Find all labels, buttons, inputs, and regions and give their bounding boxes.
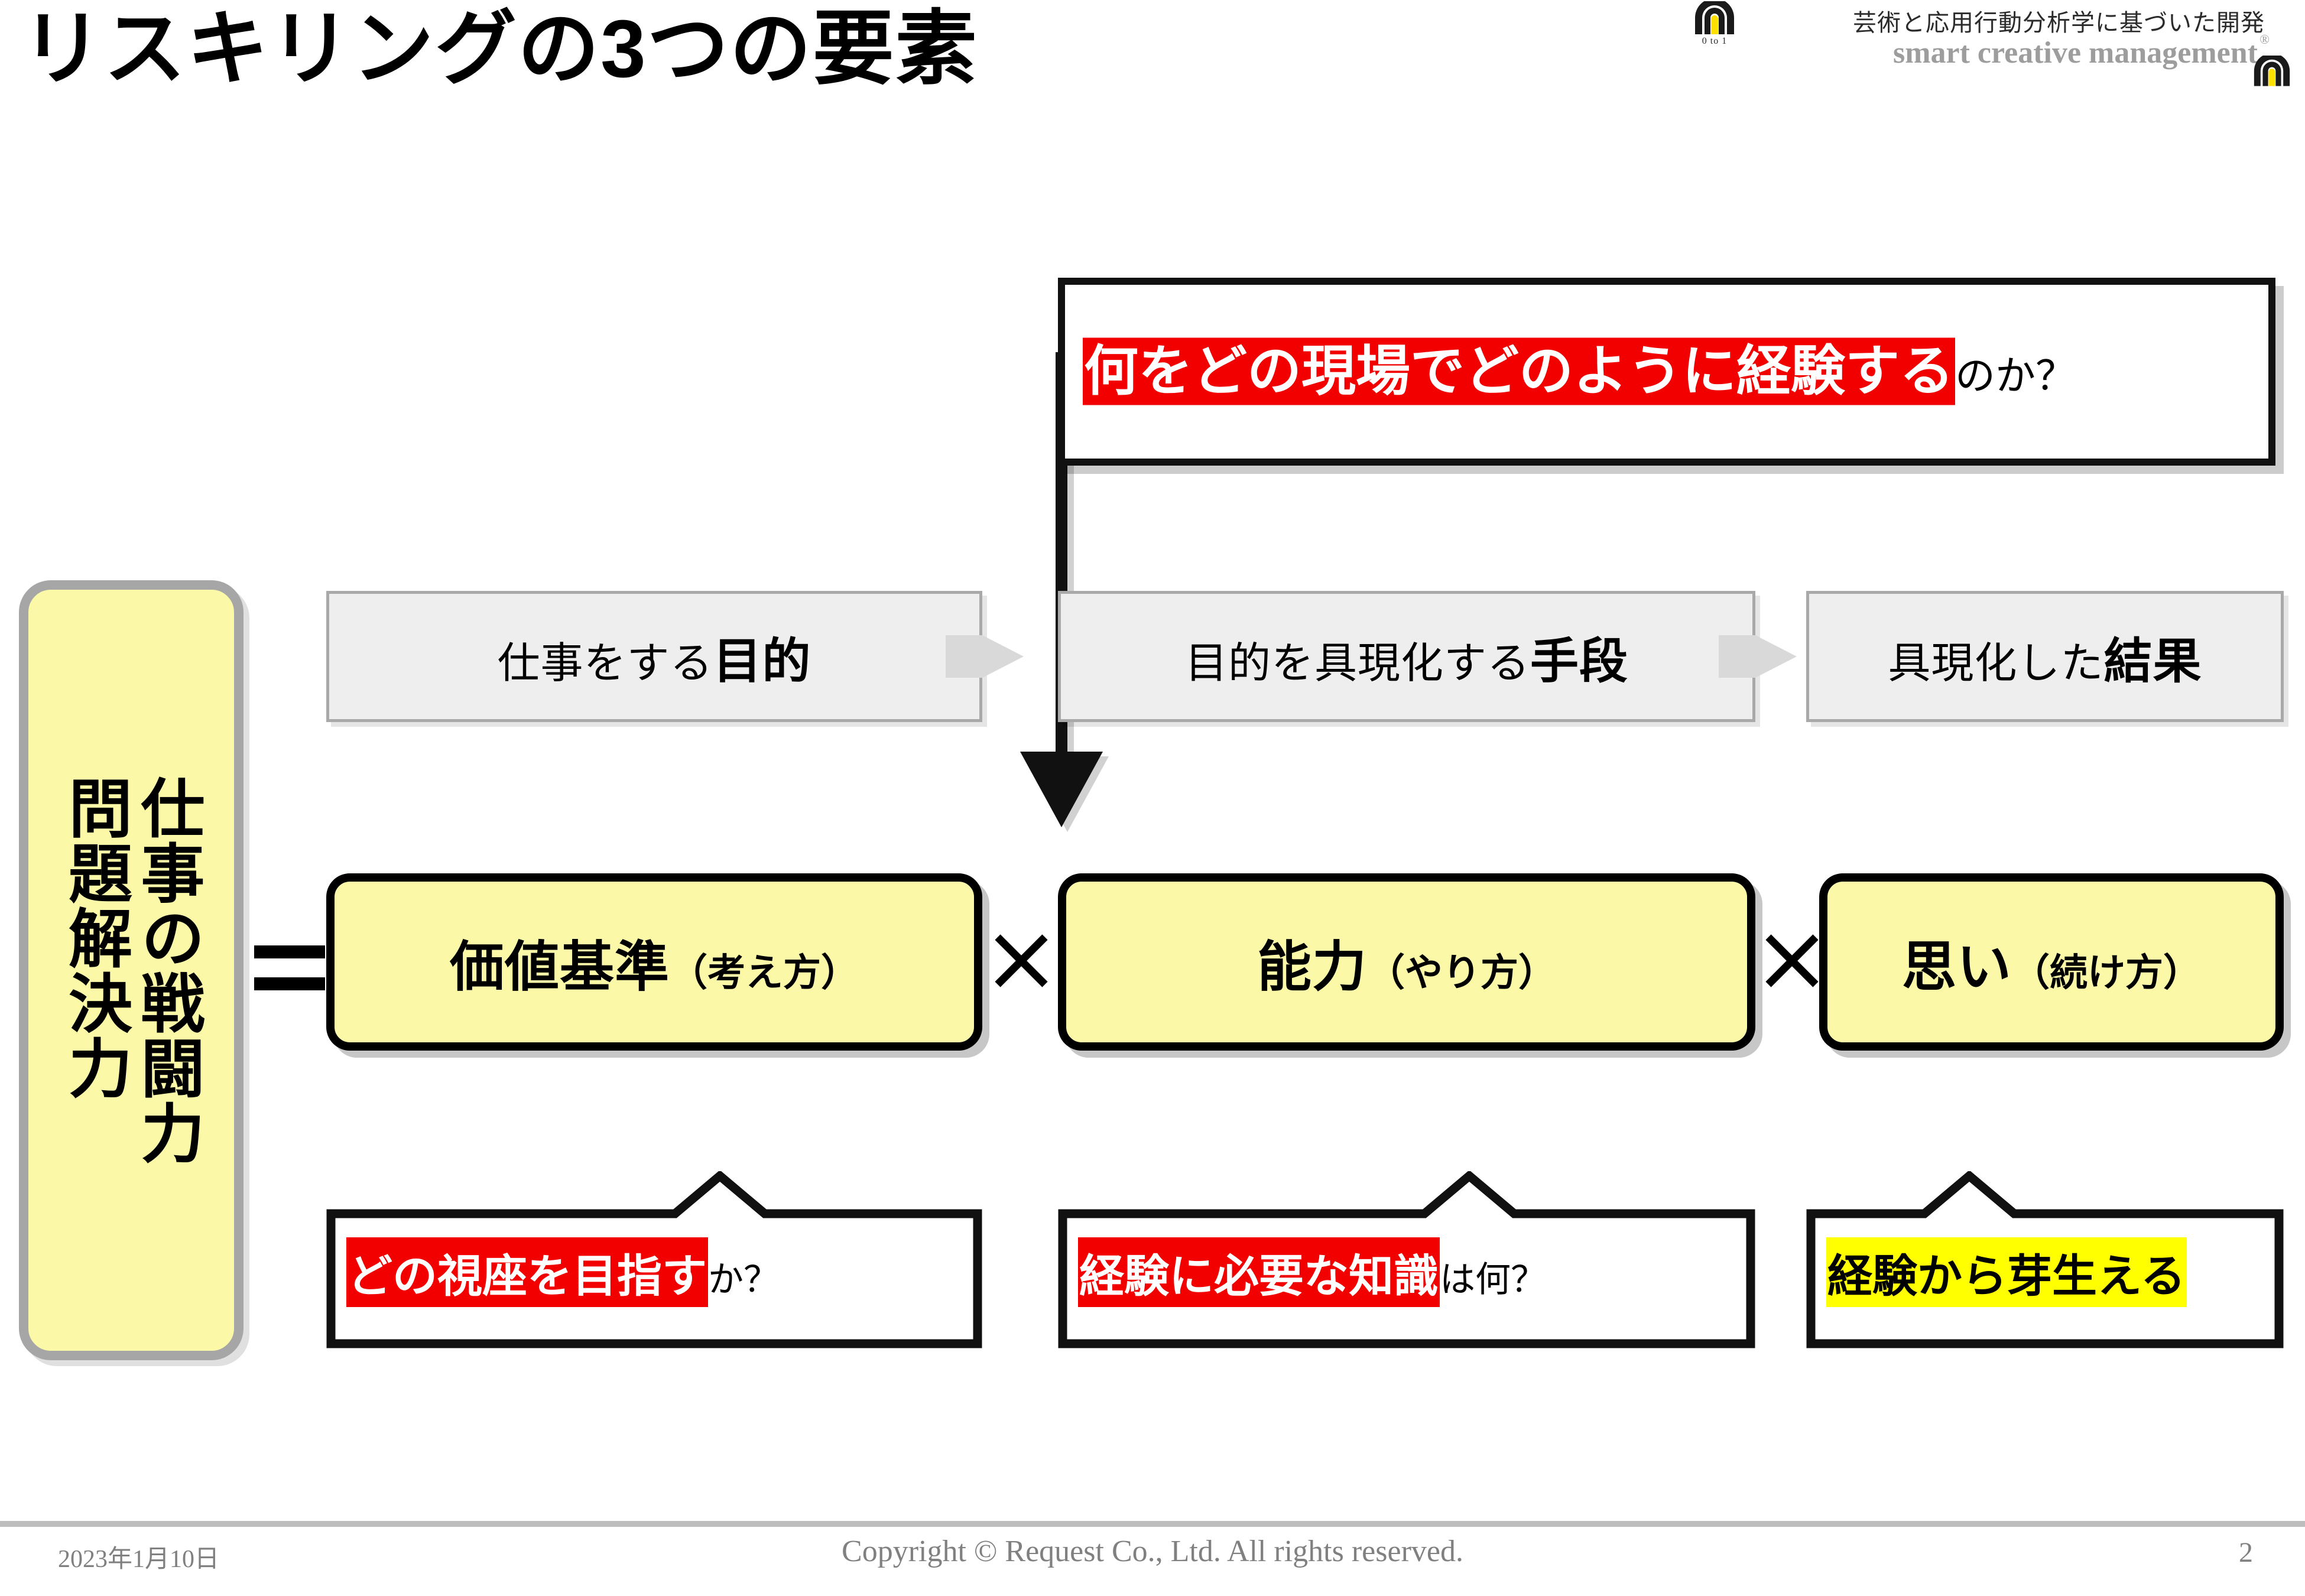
equals-bar-bottom <box>254 977 325 990</box>
callout-bottom-values: どの視座を目指すか？ <box>326 1171 982 1348</box>
header-purpose-lead: 仕事をする <box>497 639 713 687</box>
vertical-column-right: 仕事の戦闘力 <box>132 775 204 1165</box>
formula-values-sub: （考え方） <box>670 951 859 994</box>
logo-tagline: 芸術と応用行動分析学に基づいた開発 <box>1853 9 2265 36</box>
brand-logo: 0 to 1 芸術と応用行動分析学に基づいた開発 smart creative … <box>1694 0 2291 102</box>
callout-top-line: 何をどの現場でどのように経験するのか？ <box>1083 337 2076 406</box>
formula-passion-main: 思い <box>1901 937 2012 997</box>
formula-ability-sub: （やり方） <box>1367 951 1556 994</box>
formula-box-ability-text: 能力（やり方） <box>1257 923 1556 1002</box>
formula-box-values: 価値基準（考え方） <box>326 873 982 1051</box>
callout-bottom-values-text: どの視座を目指すか？ <box>346 1237 779 1307</box>
header-box-result-text: 具現化した結果 <box>1888 622 2202 692</box>
arch-icon-svg <box>1695 0 1734 34</box>
formula-box-passion-text: 思い（続け方） <box>1902 923 2201 1002</box>
formula-passion-sub: （続け方） <box>2012 951 2201 994</box>
header-result-emphasis: 結果 <box>2103 634 2202 688</box>
times-operator-1 <box>995 934 1048 987</box>
formula-ability-main: 能力 <box>1257 937 1367 997</box>
vertical-column-left: 問題解決力 <box>60 775 131 1100</box>
callout-top-highlight: 何をどの現場でどのように経験する <box>1083 337 1956 405</box>
callout-top-tail: のか？ <box>1955 353 2076 399</box>
footer-divider <box>0 1521 2305 1527</box>
header-box-means: 目的を具現化する手段 <box>1058 591 1755 722</box>
chevron-right-icon-1 <box>946 635 1024 678</box>
formula-box-ability: 能力（やり方） <box>1058 873 1755 1051</box>
header-result-lead: 具現化した <box>1888 639 2104 687</box>
header-means-emphasis: 手段 <box>1530 634 1629 688</box>
registered-mark: ® <box>2259 32 2270 47</box>
page-title: リスキリングの3つの要素 <box>21 4 978 95</box>
formula-values-main: 価値基準 <box>449 937 670 997</box>
callout-bottom-values-tail: か？ <box>708 1260 779 1299</box>
header-box-purpose-text: 仕事をする目的 <box>497 622 811 692</box>
footer-copyright: Copyright © Request Co., Ltd. All rights… <box>842 1535 1463 1568</box>
arch-mark-icon: 0 to 1 <box>1694 0 1735 47</box>
equals-bar-top <box>254 945 325 958</box>
header-box-purpose: 仕事をする目的 <box>326 591 982 722</box>
header-purpose-emphasis: 目的 <box>713 634 811 688</box>
callout-top: 何をどの現場でどのように経験するのか？ <box>1058 278 2275 466</box>
callout-bottom-values-highlight: どの視座を目指す <box>346 1237 708 1307</box>
formula-box-values-text: 価値基準（考え方） <box>450 923 859 1002</box>
equals-operator <box>254 945 325 1009</box>
callout-bottom-ability-tail: は何？ <box>1440 1260 1546 1299</box>
arch-icon-small-svg <box>2254 53 2290 86</box>
callout-bottom-ability-text: 経験に必要な知識は何？ <box>1078 1237 1546 1307</box>
vertical-label-box: 仕事の戦闘力 問題解決力 <box>19 580 244 1360</box>
chevron-right-icon-2 <box>1719 635 1797 678</box>
vertical-label-text: 仕事の戦闘力 問題解決力 <box>28 775 234 1165</box>
footer-date: 2023年1月10日 <box>58 1546 220 1573</box>
callout-bottom-ability: 経験に必要な知識は何？ <box>1058 1171 1755 1348</box>
header-box-result: 具現化した結果 <box>1806 591 2284 722</box>
arch-mark-small-icon <box>2253 53 2291 89</box>
logo-wordmark: smart creative management <box>1892 36 2258 70</box>
callout-bottom-ability-highlight: 経験に必要な知識 <box>1078 1237 1440 1307</box>
footer-page-number: 2 <box>2239 1537 2253 1568</box>
times-operator-2 <box>1765 934 1819 987</box>
callout-bottom-passion-text: 経験から芽生える <box>1826 1237 2187 1307</box>
header-box-means-text: 目的を具現化する手段 <box>1185 622 1628 692</box>
arch-mark-label: 0 to 1 <box>1702 36 1728 46</box>
formula-box-passion: 思い（続け方） <box>1819 873 2284 1051</box>
header-means-lead: 目的を具現化する <box>1184 639 1530 687</box>
callout-bottom-passion-highlight: 経験から芽生える <box>1826 1237 2187 1307</box>
callout-bottom-passion: 経験から芽生える <box>1806 1171 2284 1348</box>
